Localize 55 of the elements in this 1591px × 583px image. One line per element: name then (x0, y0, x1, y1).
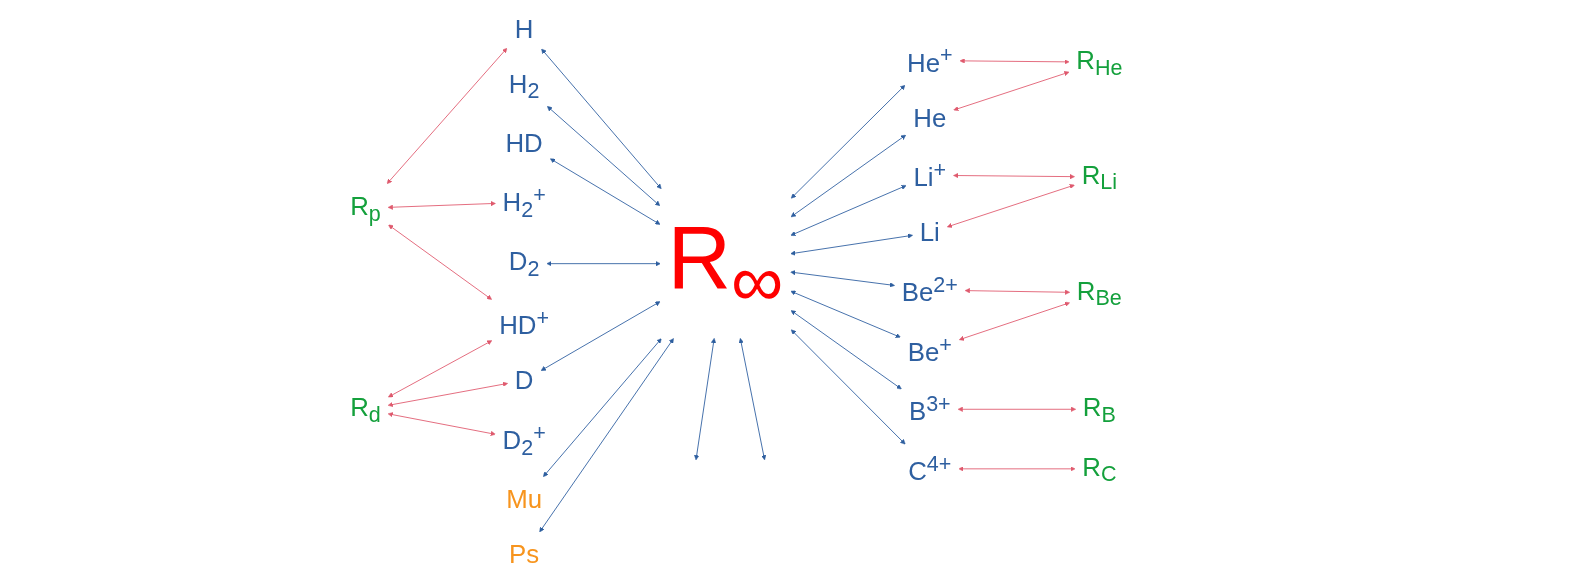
term-label: H (514, 14, 534, 43)
term-label: R$_{He}$ (1076, 45, 1123, 80)
double-arrow (953, 172, 1075, 180)
double-arrow (550, 158, 661, 225)
term-label: HD (505, 128, 543, 158)
term-label: R$_{∞}$ (667, 208, 784, 322)
double-arrow (387, 201, 496, 210)
double-arrow (958, 301, 1070, 341)
double-arrow (543, 338, 662, 477)
term-label: B$^{3+}$ (908, 391, 951, 426)
term-label: R$_{C}$ (1082, 452, 1117, 487)
double-arrow (790, 310, 902, 390)
term-label: He (913, 103, 947, 132)
term-label: Be$^{+}$ (907, 332, 952, 366)
term-label: R$_{Li}$ (1081, 160, 1117, 195)
double-arrow (946, 184, 1075, 228)
double-arrow (958, 466, 1076, 472)
term-label: D (514, 365, 534, 395)
term-label: HD$^{+}$ (499, 305, 550, 340)
double-arrow (957, 406, 1076, 412)
double-arrow (964, 288, 1071, 295)
double-arrow (386, 47, 508, 184)
double-arrow (790, 233, 913, 256)
term-label: Li (919, 218, 940, 247)
double-arrow (790, 270, 895, 288)
double-arrow (387, 381, 508, 408)
term-label: Mu (506, 484, 543, 514)
term-label: He$^{+}$ (907, 43, 953, 77)
term-label: Li$^{+}$ (913, 157, 947, 192)
term-label: Ps (509, 539, 540, 569)
double-arrow (388, 340, 493, 398)
double-arrow (540, 301, 661, 371)
double-arrow (790, 134, 907, 218)
double-arrow (953, 71, 1070, 112)
term-label: D$_{2}$ (508, 247, 540, 281)
double-arrow (694, 338, 717, 461)
double-arrow (790, 329, 906, 445)
double-arrow (547, 106, 661, 207)
term-label: R$_{Be}$ (1076, 276, 1122, 310)
term-label: C$^{4+}$ (908, 451, 952, 486)
double-arrow (541, 48, 662, 190)
term-label: R$_{p}$ (350, 191, 381, 226)
double-arrow (388, 224, 492, 300)
double-arrow (539, 338, 674, 533)
term-label: Be$^{2+}$ (901, 272, 958, 307)
term-label: H$_{2}$ (508, 69, 540, 104)
double-arrow (790, 184, 907, 236)
double-arrow (738, 338, 767, 461)
double-arrow (790, 290, 901, 338)
double-arrow (790, 84, 906, 199)
term-label: R$_{d}$ (350, 392, 381, 427)
term-label: R$_{B}$ (1082, 392, 1116, 427)
double-arrow (387, 412, 496, 436)
double-arrow (959, 58, 1070, 65)
double-arrow (546, 261, 661, 267)
